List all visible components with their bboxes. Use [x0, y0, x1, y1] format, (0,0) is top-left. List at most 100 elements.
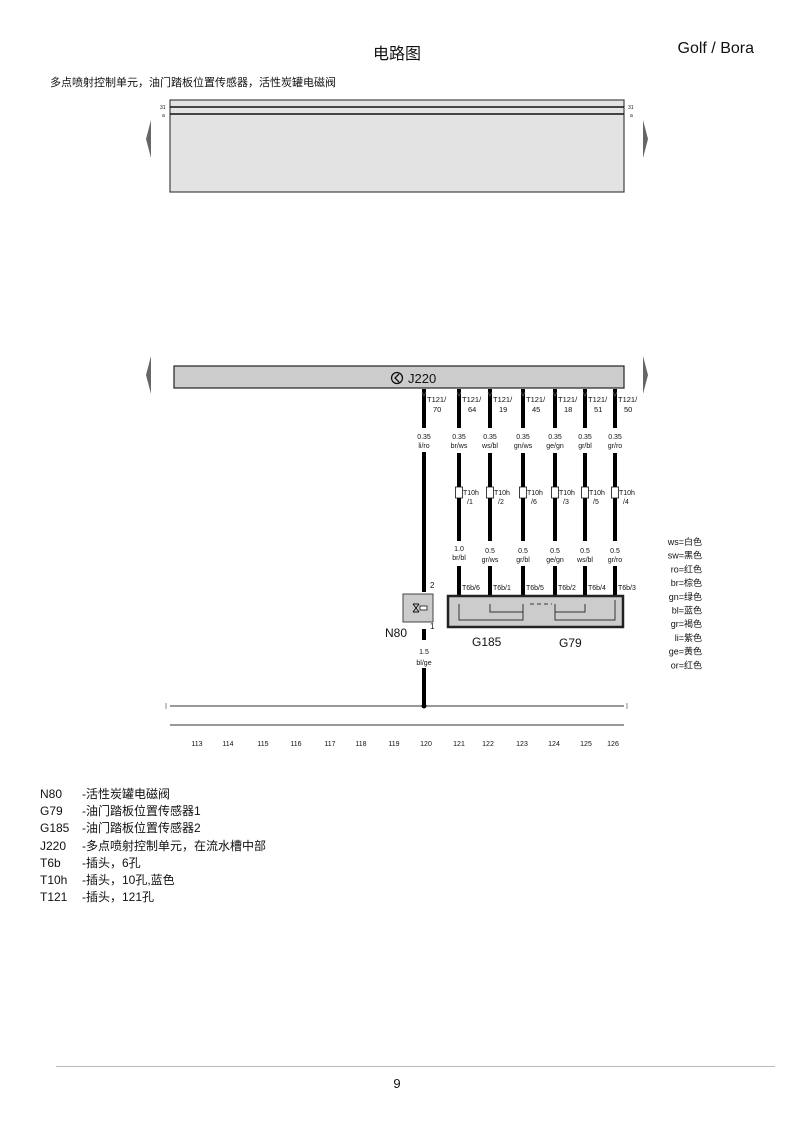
scale-number: 124	[548, 741, 560, 748]
t10h-connector-icon	[611, 486, 619, 499]
diagram-subtitle: 多点喷射控制单元，油门踏板位置传感器，活性炭罐电磁阀	[50, 76, 336, 89]
component-list-item: T121-插头，121孔	[40, 888, 154, 905]
scale-number: 113	[191, 741, 202, 748]
t10h-label: T10h	[559, 490, 575, 497]
scale-number: 122	[482, 741, 494, 748]
vehicle-model: Golf / Bora	[677, 40, 754, 57]
color-legend-item: or=红色	[671, 659, 702, 670]
ground-junction	[421, 703, 427, 709]
color-legend-item: ro=红色	[671, 563, 702, 574]
wire-color: gr/ro	[608, 443, 623, 450]
wire-size-lower: 0.5	[485, 548, 495, 555]
wire-color: ws/bl	[481, 443, 498, 450]
pedal-sensor-housing	[446, 594, 625, 629]
top-bus-box	[169, 99, 625, 193]
bus-label-a-left: a	[162, 113, 165, 119]
scale-number: 120	[420, 741, 432, 748]
wire-size: 0.35	[417, 434, 431, 441]
t6b-pin-label: T6b/1	[493, 585, 511, 592]
prev-page-arrow-icon[interactable]	[146, 356, 151, 394]
bus-label-a-right: a	[630, 113, 633, 119]
component-code: T10h	[40, 873, 68, 887]
wire-size: 0.35	[548, 434, 562, 441]
t6b-pin-label: T6b/5	[526, 585, 544, 592]
wire-color: ge/gn	[546, 443, 564, 450]
footer-divider	[56, 1066, 775, 1067]
scale-number: 126	[607, 741, 619, 748]
wire-size-lower: 0.5	[550, 548, 560, 555]
n80-wire-color: bl/ge	[416, 660, 431, 667]
component-list-item: J220-多点喷射控制单元，在流水槽中部	[40, 837, 266, 854]
prev-page-arrow-icon[interactable]	[146, 120, 151, 158]
t10h-pin: /5	[593, 499, 599, 506]
wire-color-lower: gr/ws	[482, 557, 499, 564]
wire-color: li/ro	[418, 443, 429, 450]
scale-number: 118	[355, 741, 366, 748]
n80-valve-box	[402, 593, 434, 623]
component-code: G79	[40, 804, 63, 819]
j220-box	[173, 365, 625, 389]
t10h-pin: /1	[467, 499, 473, 506]
t121-pin-label: T121/	[427, 395, 447, 404]
wire-size: 0.35	[516, 434, 530, 441]
t6b-pin-label: T6b/3	[618, 585, 636, 592]
t6b-pin-label: T6b/2	[558, 585, 576, 592]
component-description: -插头，6孔	[82, 855, 141, 870]
t10h-connector-icon	[519, 486, 527, 499]
wire-size: 0.35	[608, 434, 622, 441]
t121-pin-number: 50	[624, 405, 632, 414]
t10h-label: T10h	[494, 490, 510, 497]
pin-arrow-icon	[456, 391, 462, 397]
component-description: -油门踏板位置传感器2	[82, 821, 201, 836]
wire-size: 0.35	[483, 434, 497, 441]
component-description: -插头，10孔,蓝色	[82, 873, 175, 887]
scale-number: 117	[324, 741, 335, 748]
wire-color-lower: ge/gn	[546, 557, 564, 564]
wire-size-lower: 1.0	[454, 546, 464, 553]
pin-arrow-icon	[552, 391, 558, 397]
t121-pin-label: T121/	[462, 395, 482, 404]
t10h-connector-icon	[486, 486, 494, 499]
color-legend-item: sw=黑色	[668, 550, 702, 561]
t10h-connector-icon	[455, 486, 463, 499]
t121-pin-number: 18	[564, 405, 572, 414]
g79-label: G79	[559, 636, 582, 650]
t121-pin-label: T121/	[588, 395, 608, 404]
t10h-pin: /6	[531, 499, 537, 506]
j220-label: J220	[408, 371, 436, 386]
component-list-item: T10h -插头，10孔,蓝色	[40, 871, 175, 888]
t10h-connector-icon	[551, 486, 559, 499]
g185-label: G185	[472, 635, 502, 649]
scale-number: 116	[290, 741, 301, 748]
wire-color-lower: gr/bl	[516, 557, 530, 564]
n80-label: N80	[385, 626, 407, 640]
scale-number: 125	[580, 741, 592, 748]
pin-arrow-icon	[421, 391, 427, 397]
wire-size-lower: 0.5	[580, 548, 590, 555]
next-page-arrow-icon[interactable]	[643, 356, 648, 394]
wire-size: 0.35	[452, 434, 466, 441]
pin-arrow-icon	[487, 391, 493, 397]
component-description: -多点喷射控制单元，在流水槽中部	[82, 838, 266, 853]
t10h-label: T10h	[589, 490, 605, 497]
wire-size-lower: 0.5	[610, 548, 620, 555]
wire-size: 0.35	[578, 434, 592, 441]
scale-number: 119	[388, 741, 399, 748]
t10h-label: T10h	[619, 490, 635, 497]
t10h-pin: /4	[623, 499, 629, 506]
t121-pin-label: T121/	[558, 395, 578, 404]
t10h-pin: /2	[498, 499, 504, 506]
t6b-pin-label: T6b/6	[462, 585, 480, 592]
component-list-item: G185-油门踏板位置传感器2	[40, 819, 201, 836]
component-code: T121	[40, 890, 68, 905]
wire-color: br/ws	[451, 443, 468, 450]
page-title: 电路图	[372, 44, 421, 63]
next-page-arrow-icon[interactable]	[643, 120, 648, 158]
